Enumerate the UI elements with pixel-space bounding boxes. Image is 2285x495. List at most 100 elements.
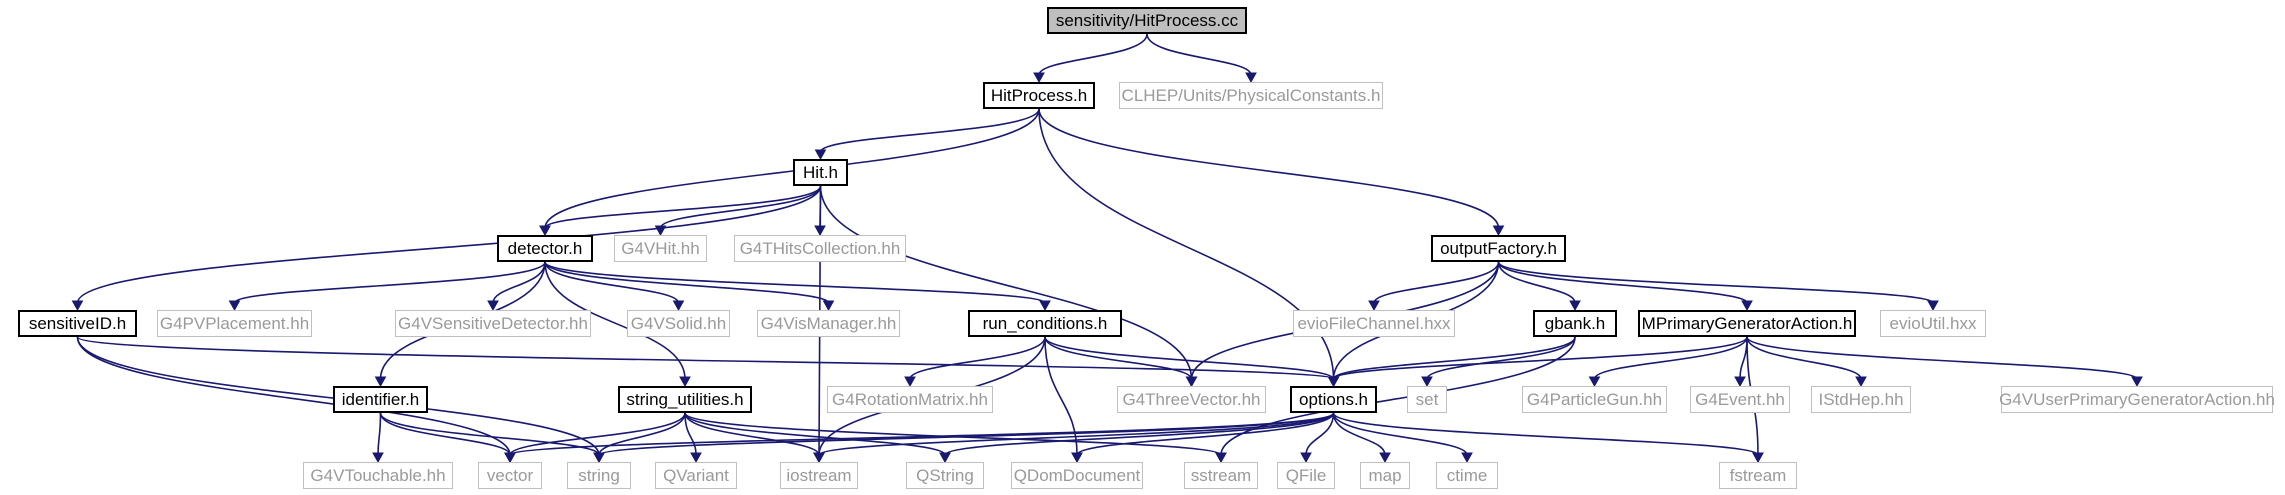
node-string[interactable]: string: [567, 462, 631, 489]
node-hitprocess-h[interactable]: HitProcess.h: [983, 82, 1095, 109]
node-qdomdocument[interactable]: QDomDocument: [1011, 462, 1143, 489]
edge-run-conditions-h-to-g4threevector-hh: [1044, 336, 1193, 380]
node-iostream[interactable]: iostream: [780, 462, 858, 489]
node-hitprocess-cc[interactable]: sensitivity/HitProcess.cc: [1047, 7, 1247, 34]
edge-sensitiveid-h-to-options-h: [76, 336, 1335, 380]
edge-string-utilities-h-to-string: [598, 412, 686, 456]
edge-mprimarygeneratoraction-h-to-options-h: [1332, 336, 1748, 380]
arrowhead-string-utilities-h-to-qvariant: [690, 452, 702, 464]
edge-string-utilities-h-to-qvariant: [684, 412, 697, 456]
arrowhead-detector-h-to-g4vsolid-hh: [672, 300, 685, 312]
arrowhead-gbank-h-to-set: [1421, 376, 1433, 388]
node-evioutil-hxx[interactable]: evioUtil.hxx: [1880, 310, 1986, 337]
edge-detector-h-to-g4pvplacement-hh: [233, 261, 546, 304]
arrowhead-options-h-to-map: [1379, 452, 1391, 464]
edge-gbank-h-to-set: [1426, 336, 1576, 380]
edge-identifier-h-to-vector: [379, 412, 511, 456]
edge-options-h-to-ctime: [1332, 412, 1468, 456]
arrowhead-detector-h-to-run-conditions-h: [1039, 300, 1051, 312]
arrowhead-detector-h-to-g4pvplacement-hh: [228, 300, 241, 312]
edge-run-conditions-h-to-options-h: [1044, 336, 1335, 380]
node-sstream[interactable]: sstream: [1184, 462, 1258, 489]
arrowhead-mprimarygeneratoraction-h-to-istdhep-hh: [1855, 376, 1867, 388]
node-map[interactable]: map: [1360, 462, 1410, 489]
arrowhead-options-h-to-string: [593, 452, 605, 464]
arrowhead-outputfactory-h-to-g4threevector-hh: [1185, 376, 1198, 388]
edge-identifier-h-to-string: [379, 412, 600, 456]
arrowhead-outputfactory-h-to-gbank-h: [1569, 300, 1581, 312]
node-run-conditions-h[interactable]: run_conditions.h: [968, 310, 1122, 337]
arrowhead-options-h-to-qdomdocument: [1071, 452, 1083, 464]
node-g4vtouchable-hh[interactable]: G4VTouchable.hh: [303, 462, 453, 489]
arrowhead-outputfactory-h-to-mprimarygeneratoraction-h: [1741, 300, 1753, 312]
node-detector-h[interactable]: detector.h: [497, 235, 593, 262]
node-g4vsensitivedetector-hh[interactable]: G4VSensitiveDetector.hh: [395, 310, 591, 337]
node-qstring[interactable]: QString: [906, 462, 984, 489]
node-string-utilities-h[interactable]: string_utilities.h: [618, 386, 752, 413]
edge-mprimarygeneratoraction-h-to-istdhep-hh: [1746, 336, 1862, 380]
edge-mprimarygeneratoraction-h-to-g4particlegun-hh: [1593, 336, 1748, 380]
arrowhead-hitprocess-h-to-outputfactory-h: [1492, 225, 1505, 237]
arrowhead-mprimarygeneratoraction-h-to-g4particlegun-hh: [1588, 376, 1601, 388]
node-mprimarygeneratoraction-h[interactable]: MPrimaryGeneratorAction.h: [1638, 310, 1856, 337]
arrowhead-hitprocess-cc-to-hitprocess-h: [1033, 72, 1045, 84]
edge-detector-h-to-run-conditions-h: [544, 261, 1046, 304]
node-outputfactory-h[interactable]: outputFactory.h: [1431, 235, 1566, 262]
arrowhead-hitprocess-h-to-hit-h: [814, 149, 827, 161]
arrowhead-detector-h-to-g4vsensitivedetector-hh: [487, 300, 499, 312]
node-sensitiveid-h[interactable]: sensitiveID.h: [18, 310, 137, 337]
node-g4threevector-hh[interactable]: G4ThreeVector.hh: [1117, 386, 1266, 413]
node-identifier-h[interactable]: identifier.h: [333, 386, 428, 413]
arrowhead-options-h-to-iostream: [813, 452, 825, 464]
edge-options-h-to-qstring: [944, 412, 1335, 456]
edge-hitprocess-cc-to-clhep-units: [1146, 33, 1252, 76]
node-g4thitscollection-hh[interactable]: G4THitsCollection.hh: [734, 235, 906, 262]
edge-hit-h-to-g4vhit-hh: [659, 185, 822, 229]
node-fstream[interactable]: fstream: [1719, 462, 1797, 489]
arrowhead-hit-h-to-sensitiveid-h: [71, 300, 84, 312]
arrowhead-hitprocess-cc-to-clhep-units: [1245, 72, 1257, 84]
edge-hit-h-to-detector-h: [544, 185, 822, 229]
node-g4rotationmatrix-hh[interactable]: G4RotationMatrix.hh: [827, 386, 993, 413]
node-gbank-h[interactable]: gbank.h: [1533, 310, 1617, 337]
node-clhep-units[interactable]: CLHEP/Units/PhysicalConstants.h: [1119, 82, 1383, 109]
node-hit-h[interactable]: Hit.h: [793, 159, 848, 186]
node-g4pvplacement-hh[interactable]: G4PVPlacement.hh: [157, 310, 312, 337]
arrowhead-outputfactory-h-to-eviofilechannel-hxx: [1368, 300, 1380, 312]
edge-gbank-h-to-options-h: [1332, 336, 1576, 380]
edge-detector-h-to-g4vsensitivedetector-hh: [492, 261, 546, 304]
node-qvariant[interactable]: QVariant: [655, 462, 737, 489]
edge-string-utilities-h-to-iostream: [684, 412, 820, 456]
node-istdhep-hh[interactable]: IStdHep.hh: [1811, 386, 1911, 413]
node-g4event-hh[interactable]: G4Event.hh: [1690, 386, 1790, 413]
arrowhead-mprimarygeneratoraction-h-to-g4event-hh: [1734, 376, 1746, 388]
arrowhead-detector-h-to-string-utilities-h: [679, 376, 691, 388]
arrowhead-options-h-to-qstring: [939, 452, 951, 464]
arrowhead-outputfactory-h-to-evioutil-hxx: [1927, 300, 1939, 312]
arrowhead-options-h-to-fstream: [1752, 452, 1764, 464]
node-g4vismanager-hh[interactable]: G4VisManager.hh: [757, 310, 900, 337]
node-g4vhit-hh[interactable]: G4VHit.hh: [614, 235, 707, 262]
node-g4particlegun-hh[interactable]: G4ParticleGun.hh: [1522, 386, 1667, 413]
arrowhead-mprimarygeneratoraction-h-to-options-h: [1327, 376, 1340, 388]
arrowhead-run-conditions-h-to-g4rotationmatrix-hh: [904, 376, 916, 388]
arrowhead-mprimarygeneratoraction-h-to-g4vuserprimarygeneratoraction-hh: [2131, 376, 2143, 388]
arrowhead-identifier-h-to-g4vtouchable-hh: [372, 452, 384, 464]
arrowhead-options-h-to-vector: [504, 452, 516, 464]
edge-options-h-to-string: [598, 412, 1335, 456]
node-ctime[interactable]: ctime: [1436, 462, 1498, 489]
edge-hitprocess-h-to-options-h: [1038, 108, 1335, 380]
edge-detector-h-to-g4vismanager-hh: [544, 261, 830, 304]
node-vector[interactable]: vector: [478, 462, 542, 489]
arrowhead-detector-h-to-identifier-h: [374, 376, 387, 388]
node-eviofilechannel-hxx[interactable]: evioFileChannel.hxx: [1293, 310, 1455, 337]
edge-options-h-to-qfile: [1305, 412, 1335, 456]
node-g4vsolid-hh[interactable]: G4VSolid.hh: [627, 310, 730, 337]
node-g4vuserprimarygeneratoraction-hh[interactable]: G4VUserPrimaryGeneratorAction.hh: [1999, 386, 2275, 413]
edge-detector-h-to-g4vsolid-hh: [544, 261, 680, 304]
node-qfile[interactable]: QFile: [1277, 462, 1335, 489]
arrowhead-detector-h-to-g4vismanager-hh: [822, 300, 835, 312]
node-options-h[interactable]: options.h: [1290, 386, 1377, 413]
node-set[interactable]: set: [1407, 386, 1447, 413]
edge-mprimarygeneratoraction-h-to-g4vuserprimarygeneratoraction-hh: [1746, 336, 2138, 380]
